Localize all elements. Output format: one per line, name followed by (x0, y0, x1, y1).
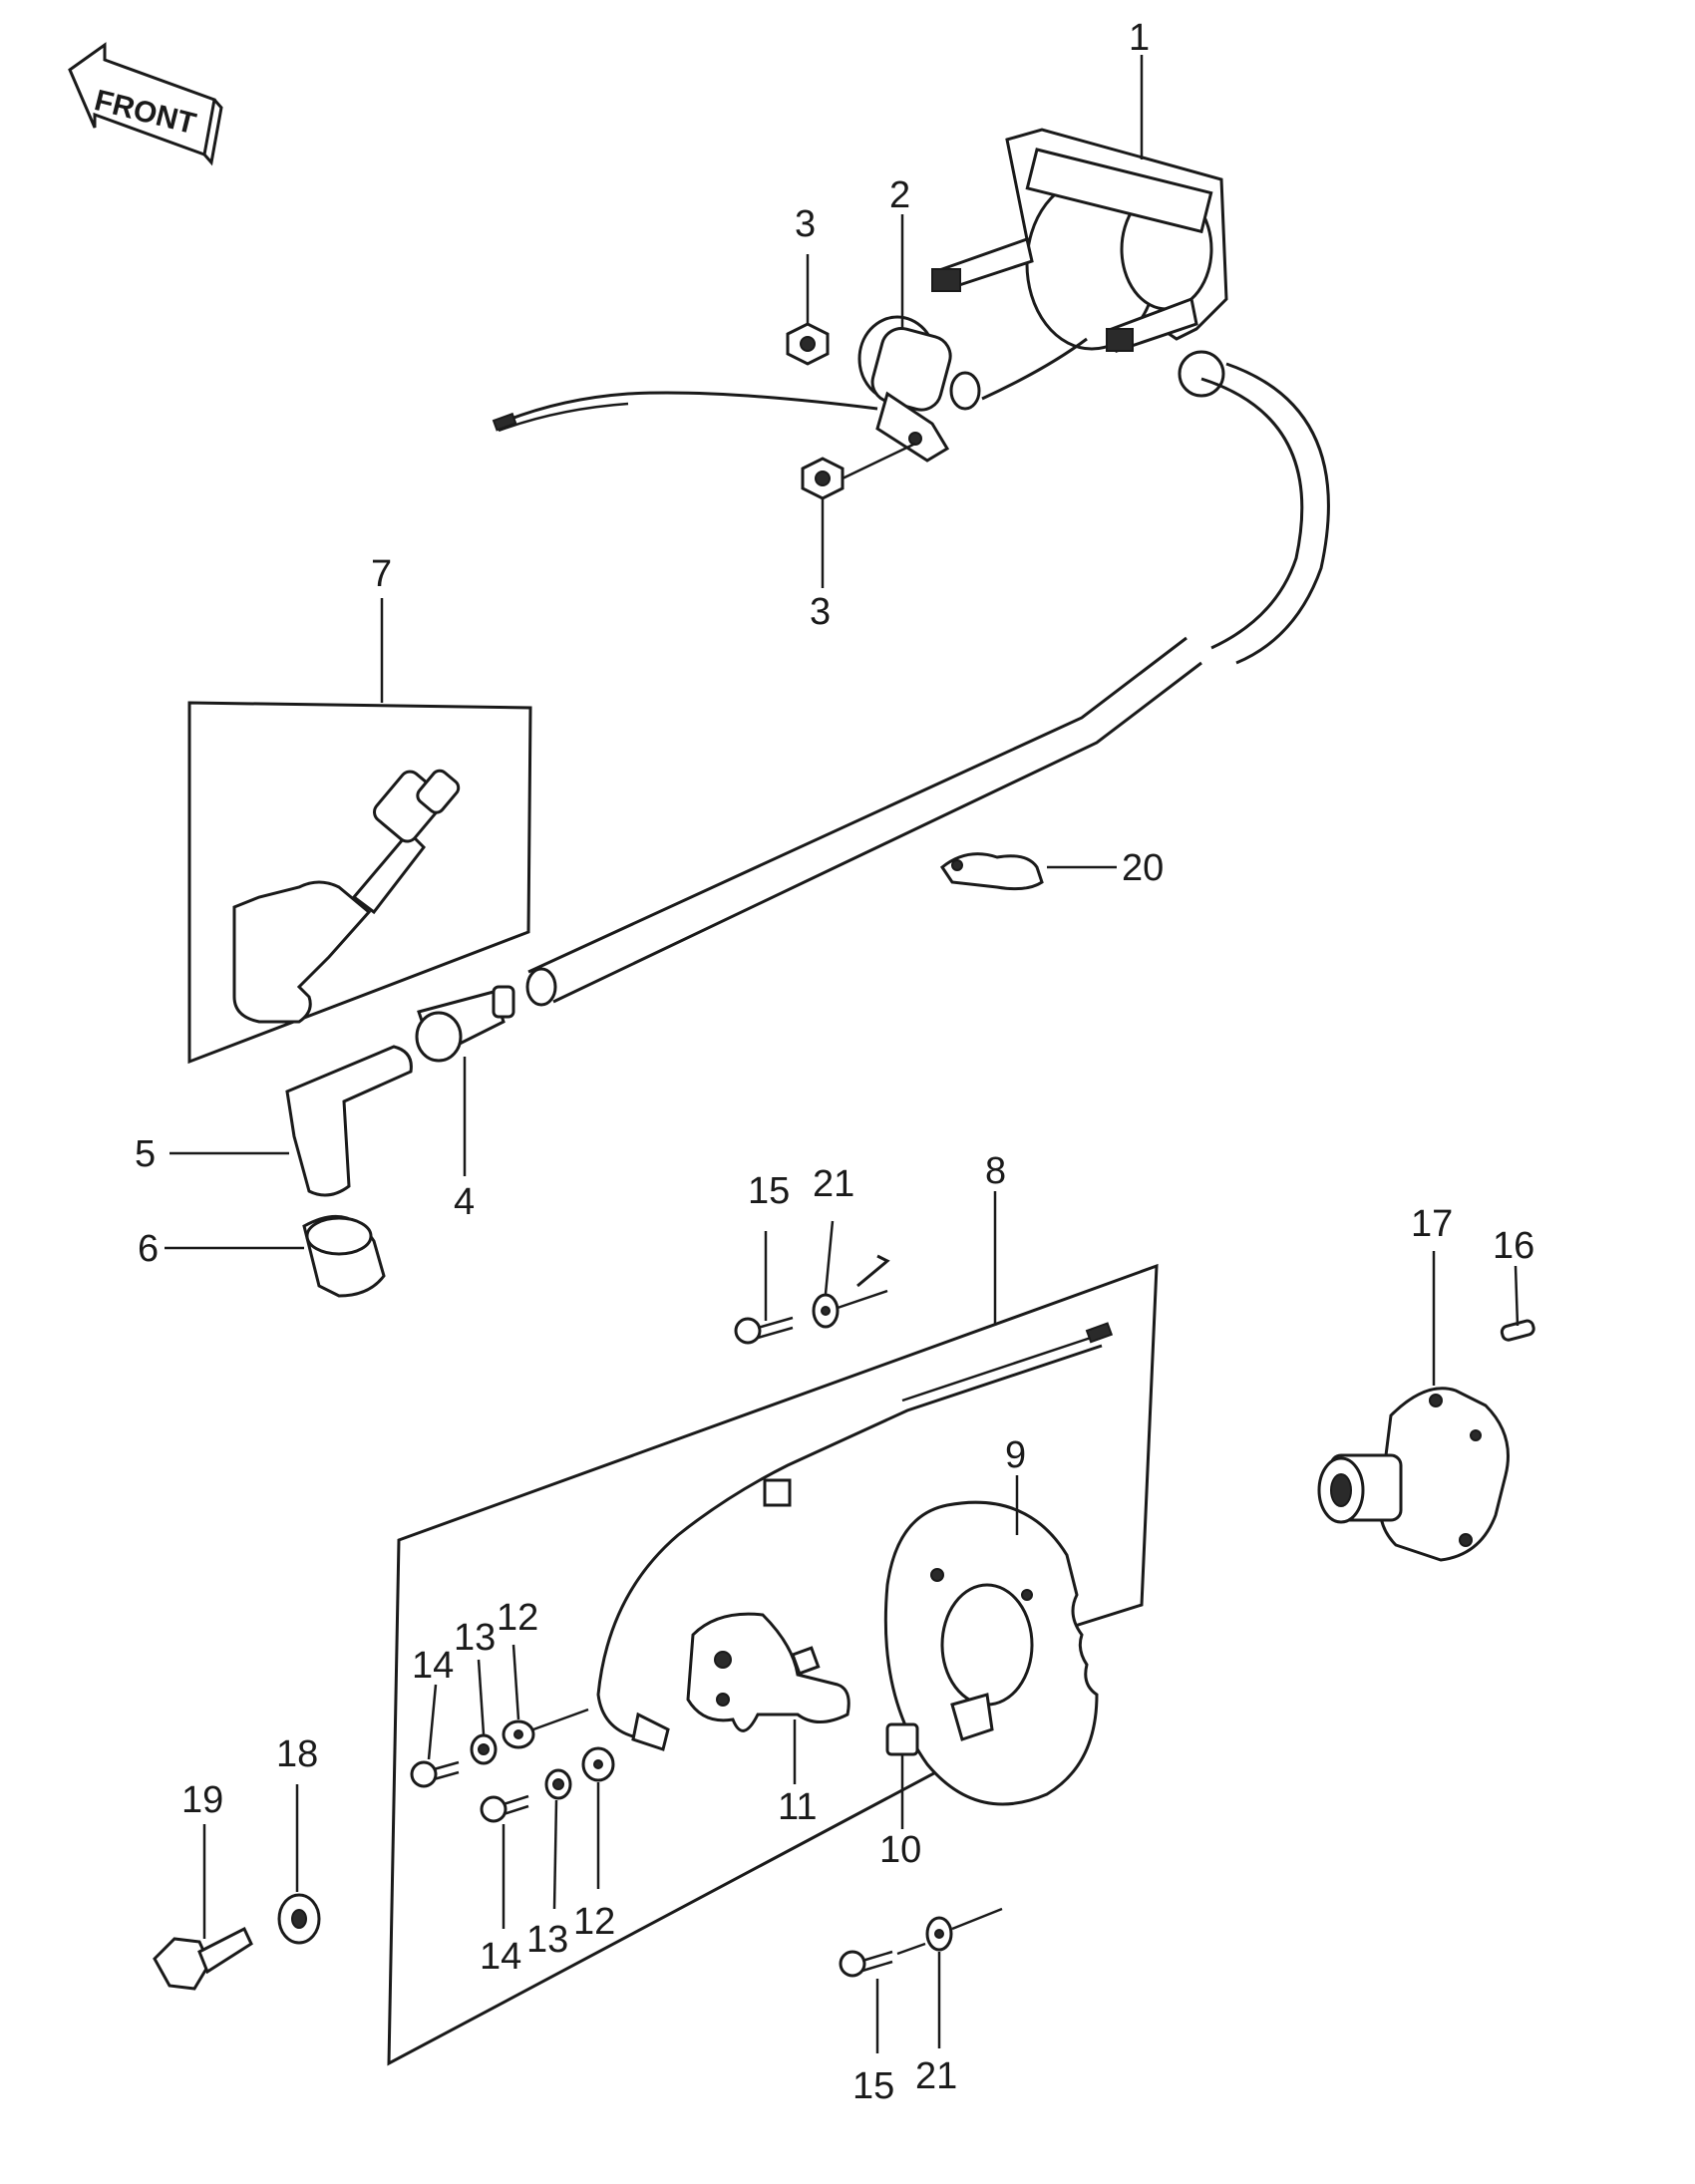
pin-part-16 (1500, 1319, 1535, 1342)
callout-12: 12 (497, 1597, 538, 1639)
washer-part-21-lower (925, 1916, 953, 1952)
callout-16: 16 (1493, 1225, 1534, 1267)
callout-15: 15 (748, 1170, 790, 1212)
callout-19: 19 (181, 1779, 223, 1821)
callout-3: 3 (810, 591, 831, 633)
screw-part-15-lower (839, 1950, 893, 1978)
plug-cap-kit-box (187, 701, 532, 1065)
washer-part-12-upper (502, 1719, 535, 1749)
callout-labels: 1 2 3 3 4 5 6 7 8 9 10 11 12 12 13 13 14… (135, 17, 1534, 2107)
callout-9: 9 (1005, 1434, 1026, 1476)
callout-13: 13 (526, 1919, 568, 1961)
screw-part-14-lower (480, 1794, 529, 1823)
breaker-plate-part-9 (883, 1500, 1099, 1806)
nut-lower (801, 457, 845, 500)
callout-8: 8 (985, 1150, 1006, 1192)
callout-10: 10 (879, 1829, 921, 1871)
screw-part-15-upper (734, 1316, 794, 1345)
washer-part-13-upper (470, 1733, 498, 1765)
callout-15: 15 (852, 2065, 894, 2107)
washer-part-12-lower (581, 1746, 615, 1782)
high-tension-lead (525, 362, 1330, 1007)
front-arrow-icon: FRONT (68, 42, 223, 166)
callout-3: 3 (795, 203, 816, 245)
callout-7: 7 (371, 553, 392, 595)
ignition-coil (931, 128, 1228, 398)
clip-part-20 (939, 852, 1044, 891)
washer-part-18 (277, 1893, 321, 1945)
washer-part-21-upper (812, 1293, 840, 1329)
condenser (857, 315, 1088, 463)
callout-11: 11 (778, 1786, 817, 1828)
callout-18: 18 (276, 1733, 318, 1775)
nut-upper (786, 322, 830, 366)
bolt-part-19 (153, 1926, 253, 1991)
callout-2: 2 (889, 174, 910, 216)
callout-20: 20 (1122, 847, 1164, 889)
callout-6: 6 (138, 1228, 159, 1270)
callout-5: 5 (135, 1133, 156, 1175)
callout-17: 17 (1411, 1203, 1453, 1245)
callout-4: 4 (454, 1181, 475, 1223)
callout-14: 14 (412, 1645, 454, 1687)
callout-21: 21 (813, 1163, 854, 1205)
screw-part-14-upper (410, 1760, 460, 1788)
plug-cap-part-4 (415, 985, 515, 1063)
contact-breaker-part-11 (686, 1612, 850, 1732)
leader-lines (165, 55, 1520, 2053)
callout-21: 21 (915, 2055, 957, 2097)
callout-1: 1 (1129, 17, 1150, 59)
callout-12: 12 (573, 1901, 615, 1943)
washer-part-13-lower (544, 1768, 572, 1800)
plug-boot-part-5 (285, 1045, 413, 1197)
advancer-part-17 (1317, 1387, 1510, 1562)
callout-14: 14 (480, 1936, 521, 1978)
callout-13: 13 (454, 1617, 496, 1659)
cam-felt-part-10 (885, 1693, 994, 1756)
seal-part-6 (302, 1214, 386, 1298)
